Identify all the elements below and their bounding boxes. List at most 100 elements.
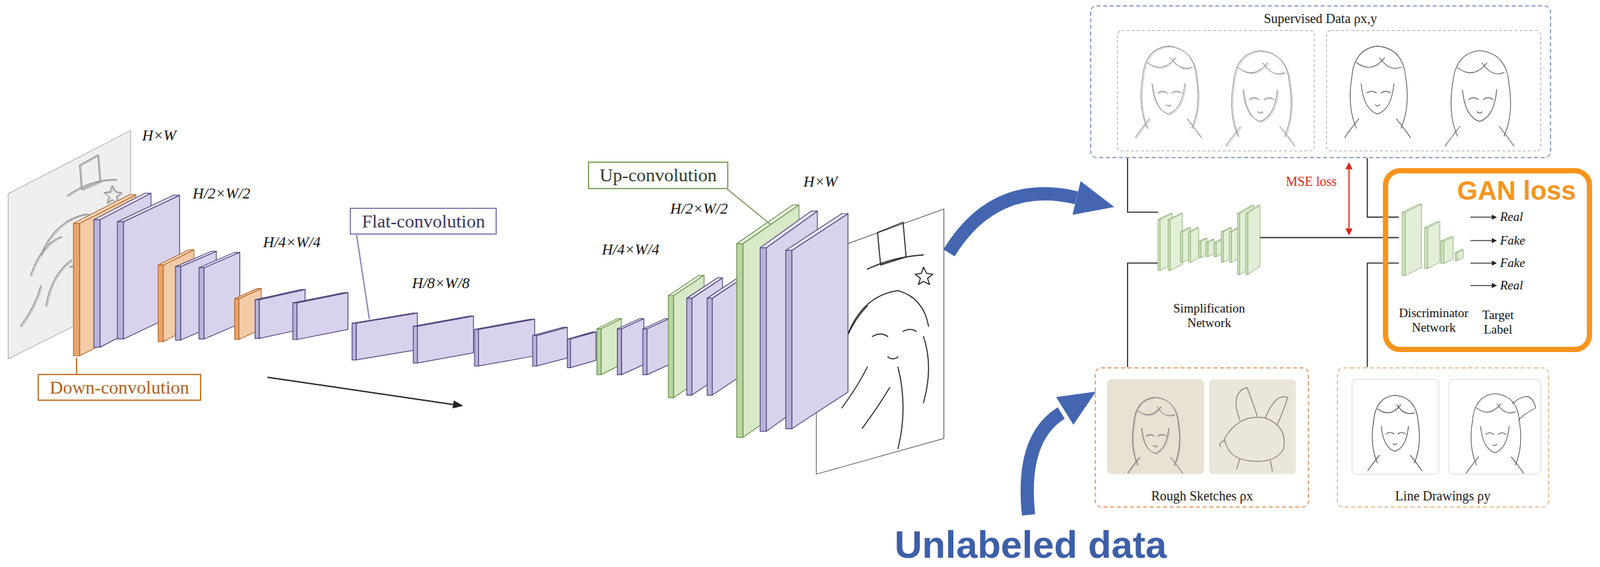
down-convolution-callout: Down-convolution (37, 374, 202, 402)
highlight-arrow (948, 193, 1077, 254)
layer-face (1190, 227, 1199, 263)
sketch-stroke (31, 237, 63, 277)
figure-stroke (1284, 83, 1292, 137)
figure-stroke (1227, 127, 1242, 148)
network-icon (1157, 199, 1261, 278)
figure-stroke (1250, 98, 1261, 101)
leader-group (76, 189, 771, 375)
figure-stroke (1372, 421, 1378, 464)
figure-stroke (1142, 78, 1149, 129)
figure-stroke (1497, 403, 1516, 414)
arrow-head (1345, 162, 1353, 170)
figure-stroke (1485, 433, 1494, 435)
flow-arrow-line (267, 377, 456, 406)
network-label: Discriminator Network (1398, 306, 1469, 336)
arrow-head (1056, 391, 1096, 425)
figure-stroke (1349, 77, 1356, 128)
figure-stroke (1243, 89, 1278, 122)
supervised-pair-frame (1326, 30, 1542, 151)
layer-face (1168, 213, 1184, 220)
target-value: Real (1499, 279, 1523, 293)
figure-stroke (1188, 120, 1203, 139)
layer-face (1188, 231, 1191, 262)
sketch-stroke (67, 179, 117, 196)
layer-face (1170, 213, 1184, 271)
figure-stroke (1400, 77, 1407, 128)
layer-face (413, 326, 417, 364)
connector-line (1127, 158, 1158, 213)
figure-stroke (1171, 458, 1184, 475)
figure-stroke (1238, 62, 1269, 73)
figure-stroke (1142, 46, 1197, 78)
layer-face (1168, 219, 1171, 271)
figure-stroke (1452, 50, 1509, 84)
layer-face (1245, 213, 1248, 275)
figure-stroke (1483, 97, 1494, 100)
sketch-stroke (46, 261, 73, 308)
figure-drawing (1227, 51, 1296, 148)
figure-stroke (1504, 83, 1511, 137)
layer-face (478, 319, 535, 367)
layer-face (1454, 252, 1457, 261)
sketch-stroke (20, 285, 41, 327)
dimension-label: H/2×W/2 (192, 185, 251, 202)
output-arrow-line (1470, 240, 1492, 241)
connector-group (1127, 158, 1399, 368)
figure-stroke (1153, 84, 1187, 115)
layer-face (1198, 241, 1201, 258)
rough-sketch-stroke (1219, 440, 1225, 447)
figure-stroke (1493, 444, 1498, 447)
line-art-stroke (915, 267, 933, 285)
figure-stroke (1373, 395, 1419, 422)
sketch-stroke (30, 236, 61, 276)
layer-face (1440, 240, 1445, 264)
layer-face (1402, 212, 1406, 276)
network-label: Simplification Network (1173, 301, 1246, 331)
layer-face (1159, 213, 1173, 271)
layer-face (617, 329, 622, 376)
figure-stroke (1192, 78, 1199, 129)
figure-stroke (1134, 398, 1180, 425)
layer-face (1247, 205, 1261, 275)
line-art-stroke (897, 367, 904, 450)
layer-face (1180, 231, 1183, 262)
layer-face (1188, 227, 1199, 232)
layer-face (532, 335, 537, 367)
layer-face (1198, 238, 1207, 242)
panel-title: Rough Sketches ρx (1151, 488, 1253, 505)
figure-stroke (1392, 444, 1397, 445)
layer-face (736, 244, 743, 439)
figure-drawing (1445, 50, 1515, 147)
dimension-label: H×W (803, 173, 838, 191)
figure-stroke (1356, 58, 1385, 68)
rough-sketches-panel: Rough Sketches ρx (1094, 367, 1310, 509)
layer-face (352, 323, 357, 361)
figure-stroke (1143, 46, 1198, 79)
layer-face (597, 329, 602, 376)
figure-stroke (1264, 64, 1286, 76)
line-drawing-image (1351, 379, 1439, 475)
layer-face (1229, 231, 1232, 262)
figure-stroke (1138, 407, 1162, 416)
figure-stroke (1380, 91, 1391, 94)
layer-face (234, 298, 239, 340)
figure-stroke (1367, 455, 1380, 472)
rough-sketch-stroke (1270, 461, 1273, 472)
figure-stroke (1515, 421, 1521, 466)
connector-line (1260, 237, 1399, 239)
figure-stroke (1379, 58, 1401, 69)
layer-face (1427, 221, 1441, 269)
rough-sketch-stroke (1265, 397, 1288, 425)
dimension-label: H/2×W/2 (670, 200, 728, 218)
layer-face (686, 298, 693, 396)
figure-stroke (1234, 51, 1291, 85)
highlight-arrow (1027, 413, 1062, 516)
figure-drawing (1344, 46, 1411, 138)
simplification-network: Simplification Network (1157, 199, 1261, 331)
figure-stroke (1157, 407, 1176, 417)
supervised-pair-frame (1117, 30, 1314, 151)
figure-stroke (1410, 455, 1423, 472)
line-drawing-stroke (1512, 396, 1536, 421)
